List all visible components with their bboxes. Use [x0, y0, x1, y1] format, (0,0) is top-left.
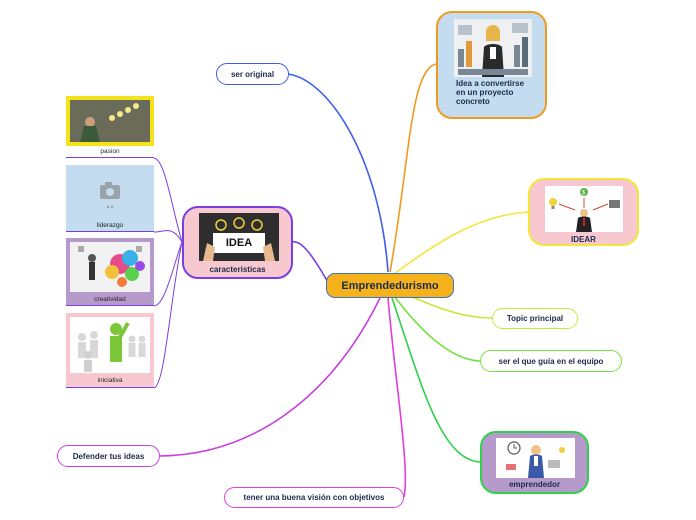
branch-emprendedor — [391, 297, 481, 463]
colorful-ideas-icon — [78, 246, 145, 287]
svg-text:$: $ — [582, 191, 586, 197]
pasion-image — [66, 96, 154, 146]
subtopic-liderazgo[interactable]: liderazgo — [66, 165, 154, 232]
card-idea-concreto[interactable]: Idea a convertirse en un proyecto concre… — [436, 11, 547, 119]
card-emprendedor[interactable]: emprendedor — [480, 431, 589, 494]
chart-collage-icon — [458, 23, 528, 77]
topic-caracteristicas-label: caracteristicas — [209, 265, 266, 274]
branch-idea-concreto — [389, 63, 437, 273]
subtopic-pasion-label: pasion — [100, 148, 120, 155]
topic-idea-concreto-label: Idea a convertirse en un proyecto concre… — [456, 79, 525, 106]
branch-caracteristicas — [291, 241, 331, 287]
sub-link-liderazgo — [153, 230, 183, 243]
idea-board-text: IDEA — [225, 237, 253, 249]
branch-defender-ideas — [159, 297, 381, 457]
topic-guia-equipo[interactable]: ser el que guía en el equipo — [480, 350, 622, 372]
central-topic[interactable]: Emprendedurismo — [326, 273, 454, 298]
branch-idear — [393, 211, 529, 275]
sub-link-creatividad — [153, 241, 183, 307]
business-woman-image — [454, 19, 532, 77]
branch-vision-objetivos — [387, 297, 407, 498]
subtopic-liderazgo-label: liderazgo — [96, 222, 124, 229]
subtopic-iniciativa[interactable]: iniciativa — [66, 313, 154, 388]
businessman-ideas-icon: $ — [549, 188, 620, 232]
topic-emprendedor-label: emprendedor — [508, 480, 561, 489]
creatividad-image — [70, 242, 150, 292]
iniciativa-image — [70, 317, 150, 373]
sub-link-iniciativa — [153, 241, 183, 389]
subtopic-iniciativa-label: iniciativa — [97, 377, 123, 384]
idear-diagram-image: $ — [545, 186, 623, 232]
leader-figures-icon — [78, 322, 146, 372]
sub-link-pasion — [153, 157, 183, 243]
topic-idear-label: IDEAR — [571, 235, 596, 244]
busy-businessman-icon — [506, 441, 565, 478]
subtopic-pasion[interactable]: pasion — [66, 96, 154, 158]
subtopic-creatividad-label: creatividad — [94, 296, 126, 303]
topic-principal[interactable]: Topic principal — [492, 308, 578, 329]
card-caracteristicas[interactable]: IDEA caracteristicas — [182, 206, 293, 279]
subtopic-creatividad[interactable]: creatividad — [66, 238, 154, 306]
pasion-photo-icon — [70, 100, 150, 142]
lightbulbs-icon — [203, 217, 275, 261]
liderazgo-image-placeholder — [70, 169, 150, 219]
topic-vision-objetivos[interactable]: tener una buena visión con objetivos — [224, 487, 404, 508]
branch-ser-original — [287, 73, 389, 273]
branch-guia-equipo — [393, 295, 481, 362]
card-idear[interactable]: $ IDEAR — [528, 178, 639, 246]
idea-hands-image: IDEA — [199, 213, 279, 261]
camera-icon — [100, 182, 120, 209]
topic-ser-original[interactable]: ser original — [216, 63, 289, 85]
topic-defender-ideas[interactable]: Defender tus ideas — [57, 445, 160, 467]
emprendedor-image — [496, 438, 575, 478]
